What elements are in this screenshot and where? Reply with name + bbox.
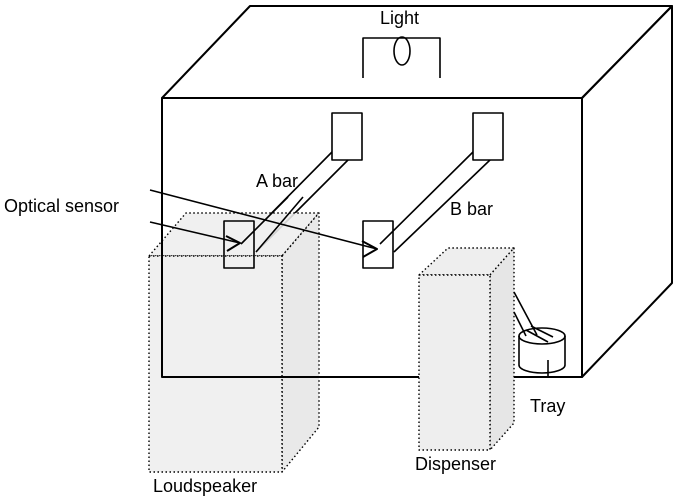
loudspeaker <box>148 212 320 473</box>
light-fixture <box>362 36 441 78</box>
tray-chute-inner <box>525 325 554 343</box>
dispenser-side <box>489 247 515 451</box>
a-bar-mount <box>331 112 363 161</box>
label-loudspeaker: Loudspeaker <box>153 476 257 496</box>
arrow-to-a-sensor <box>149 221 241 244</box>
label-b-bar: B bar <box>450 199 493 219</box>
light-bracket <box>362 37 441 78</box>
tray-rim <box>518 327 566 345</box>
loudspeaker-side <box>281 212 320 473</box>
tray <box>518 325 566 378</box>
chamber-side-face <box>581 5 673 378</box>
b-bar-rod <box>379 151 491 253</box>
dispenser <box>418 247 515 451</box>
b-bar-mount <box>472 112 504 161</box>
b-bar-sensor-box <box>362 220 394 269</box>
arrow-head-a-icon <box>225 235 241 252</box>
chamber-floor-edge <box>161 98 419 378</box>
label-a-bar: A bar <box>256 171 298 191</box>
arrow-to-b-sensor <box>149 189 378 250</box>
a-bar-sensor-box <box>223 220 255 269</box>
b-bar <box>362 112 504 269</box>
dispenser-front <box>418 274 491 451</box>
label-light: Light <box>380 8 419 28</box>
loudspeaker-front <box>148 255 283 473</box>
optical-sensor-arrows <box>149 189 378 258</box>
dispenser-chute <box>513 291 538 337</box>
arrow-head-b-icon <box>361 240 378 258</box>
tray-body <box>518 336 566 374</box>
label-optical-sensor: Optical sensor <box>4 196 119 216</box>
light-bulb-icon <box>393 36 411 66</box>
label-dispenser: Dispenser <box>415 454 496 474</box>
loudspeaker-top <box>148 212 320 257</box>
label-tray: Tray <box>530 396 565 416</box>
